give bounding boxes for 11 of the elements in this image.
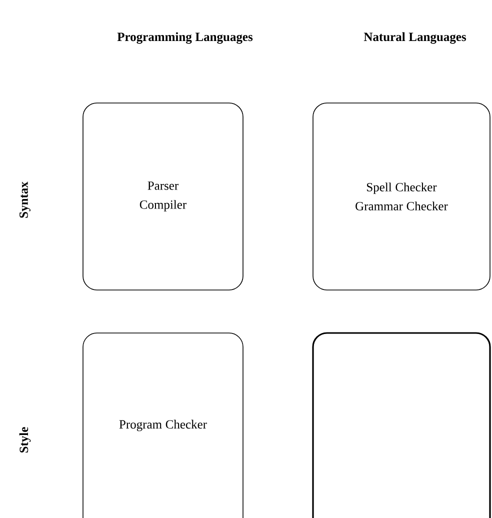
header-label: Style	[19, 427, 31, 453]
rounded-box	[312, 102, 490, 290]
header-label: Syntax	[20, 182, 30, 218]
box-text: Spell Checker Grammar Checker	[356, 182, 448, 210]
box-text: Program Checker	[119, 420, 207, 432]
rounded-box	[82, 332, 244, 518]
rounded-box	[312, 332, 491, 518]
header-label: Natural Languages	[364, 32, 466, 44]
box-text: Parser Compiler	[140, 182, 186, 212]
header-label: Programming Languages	[117, 32, 253, 44]
rounded-box	[82, 102, 244, 290]
